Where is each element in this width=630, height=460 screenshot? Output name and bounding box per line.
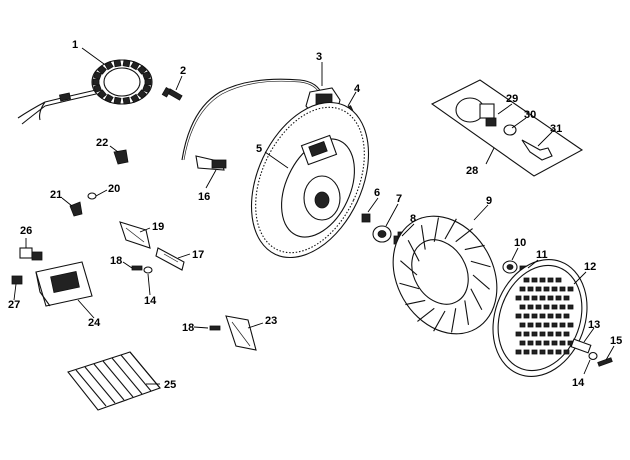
callout-label: 18 bbox=[182, 322, 194, 334]
leader-lines bbox=[13, 47, 615, 385]
callout-label: 4 bbox=[354, 83, 361, 95]
key-switch-part bbox=[455, 97, 497, 127]
callout-label: 18 bbox=[110, 255, 122, 267]
callout-label: 17 bbox=[192, 249, 204, 261]
regulator-part bbox=[35, 261, 93, 307]
callout-label: 29 bbox=[506, 93, 518, 105]
callout-label: 6 bbox=[374, 187, 380, 199]
callout-label: 12 bbox=[584, 261, 596, 273]
callout-label: 24 bbox=[88, 317, 101, 329]
callout-label: 23 bbox=[265, 315, 277, 327]
callout-label: 8 bbox=[410, 213, 416, 225]
callout-label: 19 bbox=[152, 221, 164, 233]
small-washer-part-left bbox=[143, 266, 153, 274]
callout-label: 5 bbox=[256, 143, 262, 155]
callout-labels: 1 2 3 4 5 6 7 8 9 10 11 12 13 14 14 15 1… bbox=[8, 39, 622, 391]
callout-label: 1 bbox=[72, 39, 78, 51]
callout-label: 26 bbox=[20, 225, 32, 237]
grommet-part bbox=[87, 192, 97, 200]
key-switch-group bbox=[430, 79, 584, 177]
callout-label: 28 bbox=[466, 165, 478, 177]
callout-label: 7 bbox=[396, 193, 402, 205]
bracket-part bbox=[155, 247, 185, 271]
ignition-key-part bbox=[521, 139, 553, 161]
callout-label: 13 bbox=[588, 319, 600, 331]
callout-label: 16 bbox=[198, 191, 210, 203]
screen-screw-part bbox=[597, 357, 613, 367]
callout-label: 31 bbox=[550, 123, 562, 135]
heat-sink-part bbox=[67, 351, 161, 411]
spark-plug-boot-part bbox=[195, 155, 227, 171]
flywheel-washer-part bbox=[372, 225, 392, 243]
callout-label: 11 bbox=[536, 249, 548, 261]
rectifier-bracket-part bbox=[119, 221, 151, 249]
stator-part bbox=[17, 59, 153, 125]
flywheel-key-part bbox=[361, 213, 371, 223]
callout-label: 21 bbox=[50, 189, 62, 201]
fan-washer-part bbox=[502, 260, 518, 274]
callout-label: 14 bbox=[144, 295, 157, 307]
callout-label: 25 bbox=[164, 379, 176, 391]
callout-label: 22 bbox=[96, 137, 108, 149]
callout-label: 10 bbox=[514, 237, 526, 249]
callout-label: 27 bbox=[8, 299, 20, 311]
callout-label: 20 bbox=[108, 183, 120, 195]
small-screw-part-lower bbox=[209, 325, 221, 331]
small-screw-part-upper bbox=[131, 265, 143, 271]
callout-label: 30 bbox=[524, 109, 536, 121]
stator-screw-part bbox=[161, 86, 183, 101]
screen-spacer-part bbox=[570, 338, 592, 354]
screen-washer-part bbox=[588, 351, 598, 361]
callout-label: 9 bbox=[486, 195, 492, 207]
flywheel-part bbox=[250, 101, 370, 259]
cable-clamp-part bbox=[113, 149, 129, 165]
callout-label: 14 bbox=[572, 377, 585, 389]
connector-part bbox=[19, 247, 43, 261]
callout-label: 2 bbox=[180, 65, 186, 77]
grass-screen-part bbox=[492, 259, 588, 377]
diode-bracket-part bbox=[225, 315, 257, 351]
wire-clip-part bbox=[69, 201, 83, 217]
cooling-fan-part bbox=[392, 215, 498, 335]
callout-label: 15 bbox=[610, 335, 622, 347]
terminal-part bbox=[11, 275, 23, 285]
callout-label: 3 bbox=[316, 51, 322, 63]
